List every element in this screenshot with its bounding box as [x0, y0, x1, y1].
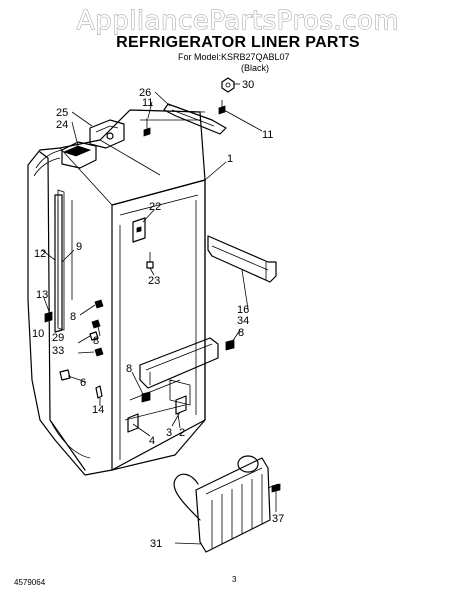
model-number: For Model:KSRB27QABL07 [178, 52, 290, 62]
callout-8c: 8 [126, 363, 132, 375]
mounting-screw [221, 77, 235, 93]
callout-31: 31 [150, 538, 162, 550]
callout-12: 12 [34, 248, 46, 260]
leader-lines [41, 83, 277, 545]
callout-11a: 11 [142, 97, 153, 109]
callout-4: 4 [149, 435, 155, 447]
watermark-logo: AppliancePartsPros.com [76, 6, 400, 37]
callout-13: 13 [36, 289, 48, 301]
callout-33: 33 [52, 345, 64, 357]
callout-22: 22 [149, 201, 161, 213]
thermostat-bracket [132, 217, 154, 269]
callout-2: 2 [179, 427, 185, 439]
liner-body [27, 109, 206, 476]
callout-3: 3 [166, 427, 172, 439]
top-cover-strip [143, 100, 227, 137]
callout-8d: 8 [238, 327, 244, 339]
callout-26: 26 [139, 87, 151, 99]
callout-37: 37 [272, 513, 284, 525]
callout-24: 24 [56, 119, 68, 131]
callout-8a: 8 [70, 311, 76, 323]
callout-29: 29 [52, 332, 64, 344]
page-number: 3 [232, 575, 237, 584]
callout-9: 9 [76, 241, 82, 253]
callout-labels: 25 24 26 11 30 11 1 22 23 9 12 13 8 10 2… [32, 79, 284, 550]
callout-23: 23 [148, 275, 160, 287]
callout-8b: 8 [93, 335, 99, 347]
callout-16: 16 [237, 304, 249, 316]
callout-11b: 11 [262, 129, 273, 141]
shelf-rail-right [207, 235, 277, 283]
damper-housing-assembly [61, 119, 125, 169]
shelf-rail-lower [139, 337, 219, 389]
callout-14: 14 [92, 404, 104, 416]
callout-34: 34 [237, 315, 249, 327]
callout-25: 25 [56, 107, 68, 119]
document-number: 4579064 [14, 578, 46, 587]
callout-10: 10 [32, 328, 44, 340]
callout-1: 1 [227, 153, 233, 165]
shelf-support-strip [54, 194, 63, 333]
diagram-title: REFRIGERATOR LINER PARTS [116, 34, 360, 51]
callout-30: 30 [242, 79, 254, 91]
callout-6: 6 [80, 377, 86, 389]
crisper-cover-assembly [173, 455, 281, 553]
model-variant: (Black) [240, 63, 269, 73]
